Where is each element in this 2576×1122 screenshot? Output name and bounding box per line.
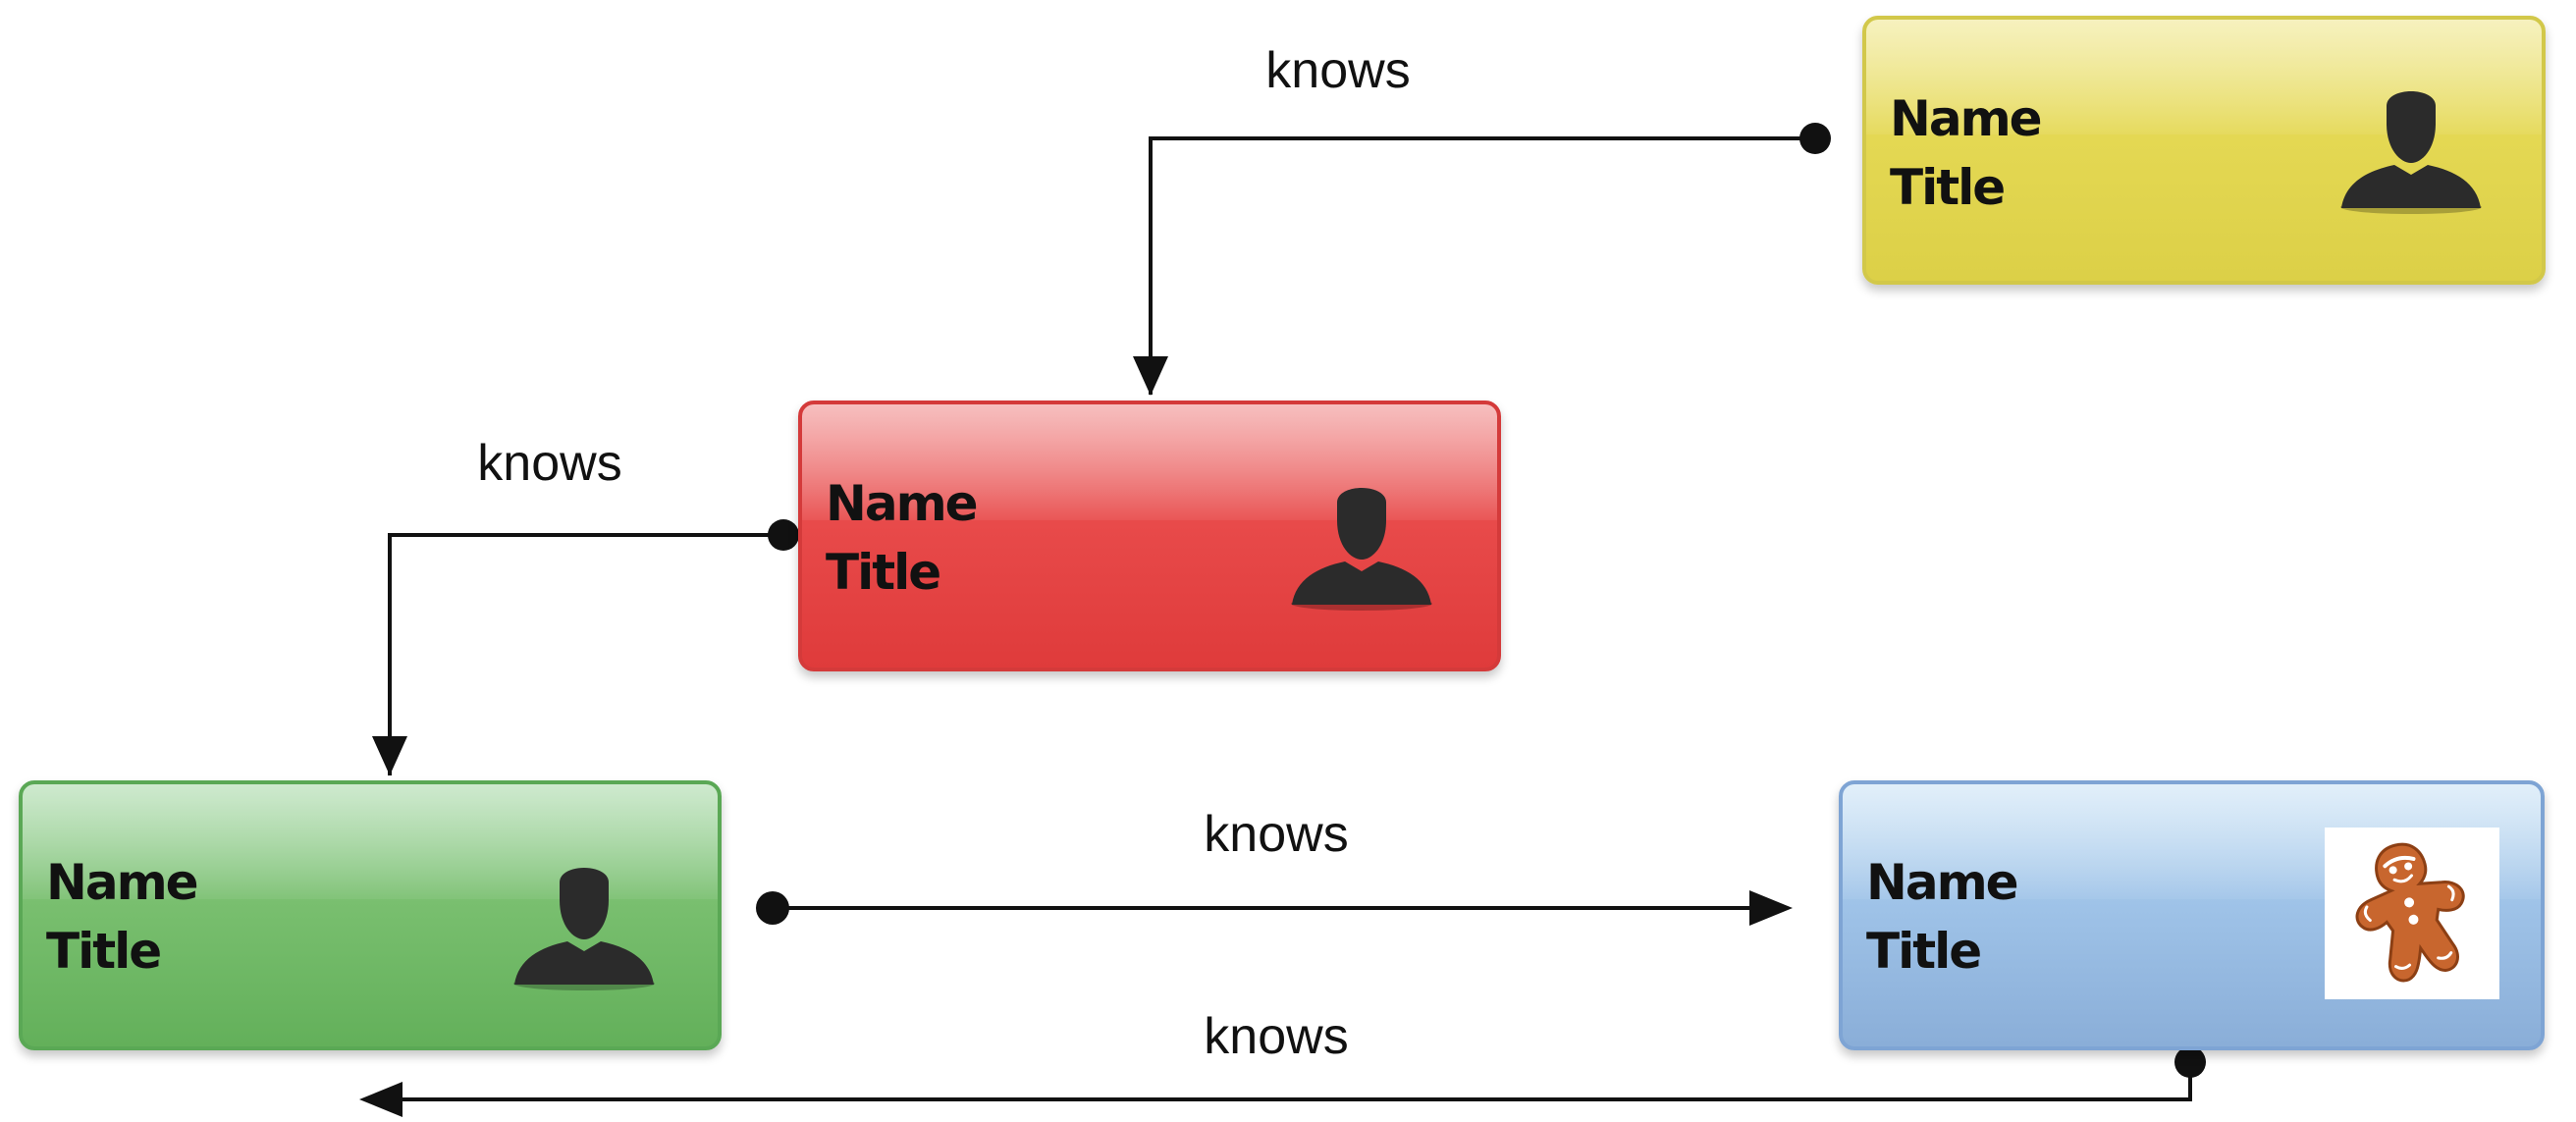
arrowhead-icon — [359, 1082, 402, 1117]
person-silhouette-icon — [513, 868, 655, 990]
person-node-red[interactable]: Name Title — [798, 401, 1501, 671]
arrowhead-icon — [1133, 356, 1168, 396]
person-node-blue[interactable]: Name Title — [1839, 780, 2545, 1050]
node-name: Name — [1866, 854, 2019, 911]
edge-yellow-red — [1133, 123, 1831, 396]
edge-red-green — [372, 519, 799, 775]
person-silhouette-icon — [2340, 91, 2482, 214]
edge-label-green-blue: knows — [1204, 806, 1349, 863]
edge-label-blue-green: knows — [1204, 1008, 1349, 1065]
connector-dot — [2174, 1046, 2206, 1078]
person-node-green[interactable]: Name Title — [19, 780, 722, 1050]
connector-dot — [756, 891, 789, 925]
arrowhead-icon — [1749, 890, 1793, 926]
node-name: Name — [46, 854, 199, 911]
edge-label-red-green: knows — [477, 435, 622, 492]
connector-dot — [1799, 123, 1831, 154]
node-name: Name — [1890, 90, 2043, 147]
edge-label-yellow-red: knows — [1265, 42, 1411, 99]
edge-blue-green — [359, 1046, 2206, 1117]
edge-green-blue — [756, 890, 1793, 926]
person-silhouette-icon — [1291, 488, 1432, 611]
node-photo — [2325, 828, 2499, 999]
node-title: Title — [826, 544, 941, 601]
arrowhead-icon — [372, 736, 407, 775]
gingerbread-man-icon — [2355, 842, 2465, 983]
node-name: Name — [826, 475, 979, 532]
node-title: Title — [1890, 159, 2006, 216]
person-node-yellow[interactable]: Name Title — [1862, 16, 2546, 285]
node-title: Title — [1866, 923, 1982, 980]
connector-dot — [768, 519, 799, 551]
node-title: Title — [46, 923, 162, 980]
